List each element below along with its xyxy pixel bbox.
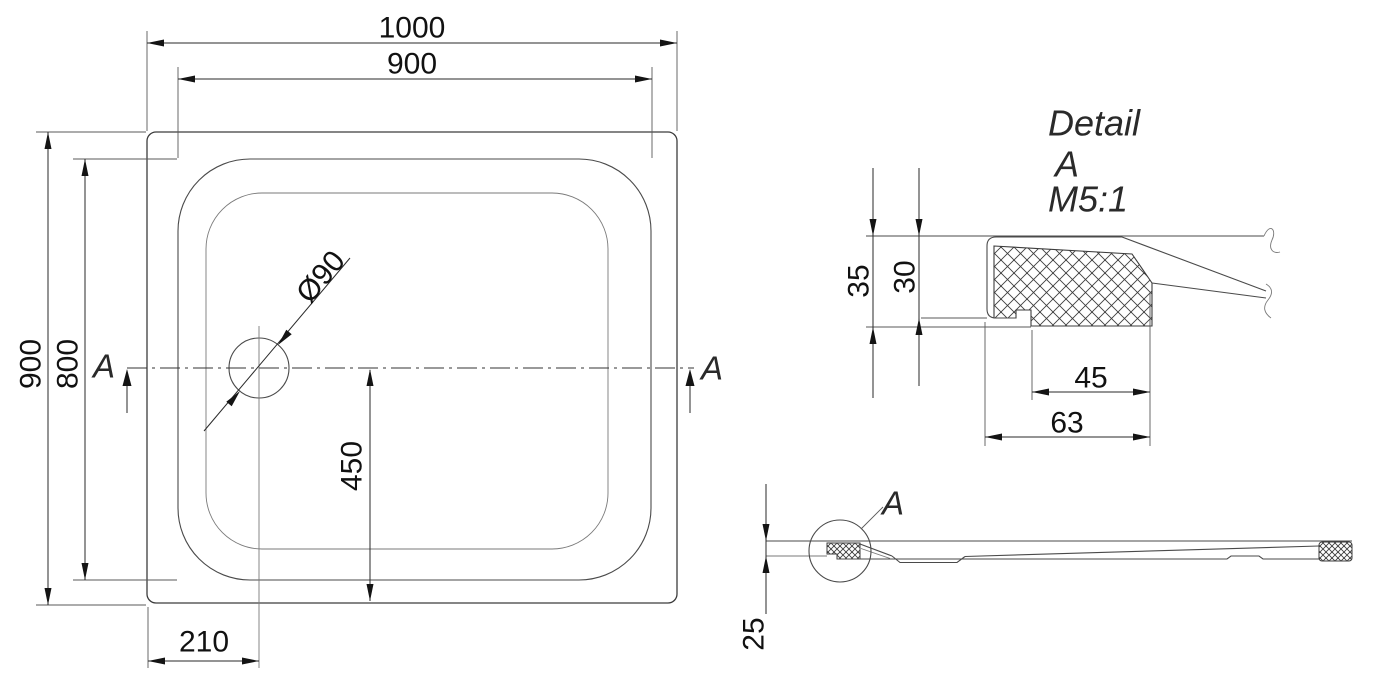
dim-arrow <box>915 318 923 335</box>
break-line-slope <box>1264 283 1272 319</box>
sheet-slope-bottom <box>1151 282 1267 299</box>
section-marker-right: A <box>685 350 723 413</box>
dim-arrow <box>81 159 89 176</box>
dim-text-900-left: 900 <box>15 339 48 389</box>
dim-arrow <box>635 75 652 83</box>
detail-view: Detail A M5:1 35 30 <box>843 103 1281 446</box>
dim-overall-width: 1000 <box>146 12 678 131</box>
basin-floor-edge <box>205 192 609 550</box>
detail-scale: M5:1 <box>1048 179 1128 220</box>
detail-leader-line <box>860 506 884 530</box>
detail-callout: A <box>808 485 904 583</box>
dim-arrow <box>44 132 52 149</box>
dim-arrow <box>278 329 292 345</box>
left-rim-hatched-section <box>826 542 861 560</box>
dim-drain-diameter: Ø90 <box>203 245 352 432</box>
dim-text-30: 30 <box>889 260 922 293</box>
dim-arrow <box>1133 388 1150 396</box>
dim-detail-core-height: 30 <box>889 168 987 386</box>
dim-arrow <box>869 219 877 236</box>
dim-text-35: 35 <box>843 264 876 297</box>
floor-slope-line-inner <box>860 548 891 559</box>
dim-arrow <box>44 588 52 605</box>
dim-arrow <box>660 39 677 47</box>
dim-detail-total-height: 35 <box>843 168 1031 398</box>
section-label-left: A <box>91 348 115 385</box>
dim-text-800: 800 <box>52 339 85 389</box>
dim-side-height: 25 <box>738 484 771 651</box>
dim-arrow <box>242 657 259 665</box>
dim-drain-to-bottom: 450 <box>336 369 374 601</box>
dim-arrow <box>985 433 1002 441</box>
sheet-slope-top <box>1121 236 1267 292</box>
break-line-top <box>1263 228 1281 253</box>
section-arrow <box>122 369 132 386</box>
dim-drain-to-left: 210 <box>147 607 259 668</box>
rim-core-hatched-section <box>993 245 1153 327</box>
floor-rising-line <box>964 545 1320 558</box>
dim-arrow <box>226 391 240 407</box>
dim-text-drain: Ø90 <box>290 245 352 310</box>
dim-arrow <box>147 39 164 47</box>
plan-view: 1000 900 900 800 <box>15 12 723 668</box>
dim-arrow <box>148 657 165 665</box>
dim-text-25: 25 <box>738 617 771 650</box>
dim-arrow <box>762 524 770 541</box>
dim-text-1000: 1000 <box>379 12 446 45</box>
rim-skin-outline <box>986 236 1122 319</box>
dim-arrow <box>915 219 923 236</box>
dim-inner-height: 800 <box>52 158 177 581</box>
dim-text-210: 210 <box>179 626 229 659</box>
dim-arrow <box>1032 388 1049 396</box>
dim-arrow <box>366 584 374 601</box>
dim-arrow <box>178 75 195 83</box>
dim-detail-total-width: 63 <box>984 322 1150 446</box>
detail-callout-label: A <box>880 485 904 522</box>
section-marker-left: A <box>91 348 132 413</box>
dim-arrow <box>762 556 770 573</box>
detail-circle <box>808 519 872 583</box>
side-view: 25 A <box>738 484 1353 651</box>
tray-rim-inner-edge <box>177 158 652 581</box>
section-arrow <box>685 369 695 386</box>
dim-text-63: 63 <box>1050 407 1083 440</box>
dim-text-450: 450 <box>336 441 369 491</box>
detail-title-letter: A <box>1053 144 1079 185</box>
dim-inner-width: 900 <box>177 48 653 158</box>
dim-arrow <box>1133 433 1150 441</box>
dim-arrow <box>869 327 877 344</box>
tray-bottom-line <box>837 555 1319 560</box>
dim-text-900-top: 900 <box>387 48 437 81</box>
dim-arrow <box>81 563 89 580</box>
right-rim-hatched-section <box>1318 541 1353 562</box>
detail-title: Detail <box>1048 103 1141 144</box>
dim-overall-height: 900 <box>15 131 146 606</box>
dim-text-45: 45 <box>1074 362 1107 395</box>
floor-slope-line <box>859 543 893 557</box>
dim-detail-base-width: 45 <box>1031 292 1151 446</box>
dim-arrow <box>366 369 374 386</box>
section-label-right: A <box>699 350 723 387</box>
